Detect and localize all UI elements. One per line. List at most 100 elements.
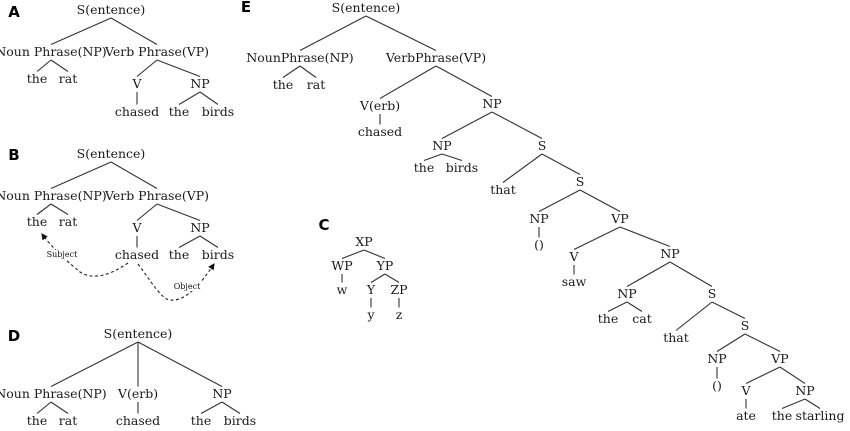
panel-label: E [241,0,251,16]
tree-edge [50,341,139,387]
tree-node: rat [59,214,77,229]
tree-node: z [396,307,403,322]
tree-node: S [708,286,717,301]
tree-node: VerbPhrase(VP) [385,50,486,65]
tree-node: the [169,104,189,119]
tree-edge [156,59,201,78]
tree-node: S [741,318,750,333]
tree-node: that [490,182,516,197]
tree-node: the [27,413,47,428]
tree-edge [491,111,543,139]
dependency-arrow-subject [41,233,129,277]
tree-edge [299,15,367,51]
tree-edge [282,65,301,78]
tree-node: VP [770,351,788,366]
tree-node: S [538,138,547,153]
tree-node: the [27,71,47,86]
tree-edge [573,226,621,250]
dependency-arrow-object [137,263,215,301]
tree-node: birds [202,104,234,119]
tree-edge [365,15,437,51]
tree-edge [363,249,386,260]
tree-node: chased [116,413,160,428]
tree-edge [538,189,581,212]
tree-edge [716,333,746,352]
tree-node: NP [432,138,451,153]
tree-node: the [414,160,434,175]
tree-edge [384,273,400,283]
tree-node: the [169,247,189,262]
tree-node: starling [796,408,845,423]
tree-node: () [712,378,722,393]
tree-node: Noun Phrase(NP) [0,44,107,59]
tree-edge [502,153,543,183]
tree-node: chased [115,104,159,119]
tree-edge [36,59,52,72]
tree-node: the [772,408,792,423]
tree-node: ate [736,408,756,423]
tree-edge [626,261,671,287]
tree-node: rat [59,71,77,86]
tree-edge [178,235,201,248]
tree-node: V(erb) [359,98,400,113]
tree-node: V [131,220,142,235]
tree-node: w [337,282,348,297]
tree-node: the [273,77,293,92]
tree-node: S(entence) [77,2,146,17]
tree-edge [423,153,443,162]
tree-node: NounPhrase(NP) [246,50,353,65]
tree-node: NP [190,220,209,235]
tree-node: NP [190,76,209,91]
tree-node: Noun Phrase(NP) [0,188,107,203]
tree-edge [200,401,223,414]
tree-node: Noun Phrase(NP) [0,386,107,401]
tree-edge [136,203,158,221]
tree-edge [441,111,493,139]
tree-node: XP [355,234,372,249]
tree-edge [178,91,201,105]
tree-edge [781,398,806,410]
tree-node: ZP [390,282,407,297]
panel-label: D [8,327,20,345]
tree-node: NP [482,96,501,111]
tree-edge [36,203,52,215]
tree-edge [137,341,223,387]
tree-edge [745,366,781,384]
tree-edge [379,65,437,99]
tree-edge [110,17,158,45]
tree-edge [619,226,671,248]
tree-edge [299,65,317,78]
tree-node: NP [660,246,679,261]
tree-node: NP [795,383,814,398]
tree-edge [779,366,806,384]
tree-edge [669,261,713,287]
tree-edge [156,203,201,222]
tree-edge [199,91,219,105]
tree-node: S(entence) [104,326,173,341]
tree-edge [579,189,621,212]
tree-node: the [27,214,47,229]
tree-edge [711,301,746,319]
tree-node: birds [446,160,478,175]
tree-edge [221,401,241,414]
tree-edge [50,161,112,190]
tree-edge [675,301,713,331]
tree-edge [626,301,643,312]
tree-node: V(erb) [117,386,158,401]
tree-edge [36,401,52,414]
tree-node: cat [632,311,651,326]
dependency-label-object: Object [174,282,201,291]
tree-node: YP [376,258,394,273]
tree-node: rat [59,413,77,428]
tree-node: () [534,237,544,252]
panel-label: C [318,216,329,234]
tree-node: rat [307,77,325,92]
dependency-label-subject: Subject [47,250,78,259]
tree-edge [110,161,158,189]
tree-node: NP [707,351,726,366]
tree-edge [50,59,69,72]
tree-node: NP [617,286,636,301]
